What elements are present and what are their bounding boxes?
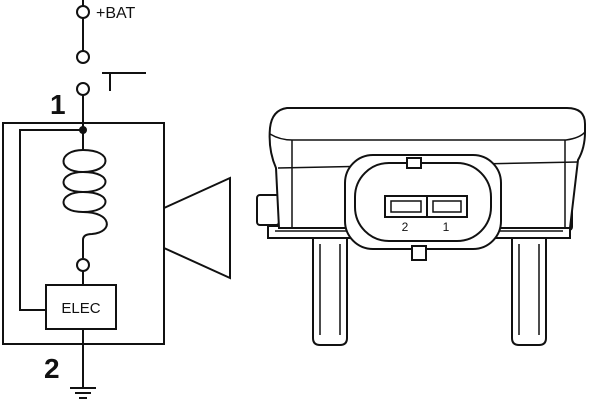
ground-icon	[70, 387, 96, 399]
pin-cavity-1	[426, 195, 468, 218]
flange-left	[256, 194, 280, 226]
switch-contact-top	[76, 50, 90, 64]
mounting-pin-right	[511, 237, 547, 346]
pin-cavity-2	[384, 195, 428, 218]
housing-top-edge	[269, 131, 586, 141]
elec-label: ELEC	[61, 300, 100, 317]
schematic: +BAT 1 ELEC 2	[2, 0, 231, 399]
socket-key-top	[406, 157, 422, 169]
coil-contact	[76, 258, 90, 272]
horn-trumpet-icon	[163, 176, 231, 280]
socket-key-bottom	[411, 245, 427, 261]
coil-winding	[62, 149, 108, 241]
bat-label: +BAT	[96, 5, 136, 22]
pin-2-label: 2	[44, 353, 60, 384]
connector-pin-1-label: 1	[443, 220, 450, 234]
feed-wire-loop	[19, 129, 83, 311]
elec-module	[45, 284, 117, 330]
bat-terminal	[76, 5, 90, 19]
connector-pin-2-label: 2	[402, 220, 409, 234]
pin-1-label: 1	[50, 89, 66, 120]
switch-contact-bottom	[76, 82, 90, 96]
connector-view: 2 1	[256, 107, 586, 346]
mounting-pin-left	[312, 237, 348, 346]
